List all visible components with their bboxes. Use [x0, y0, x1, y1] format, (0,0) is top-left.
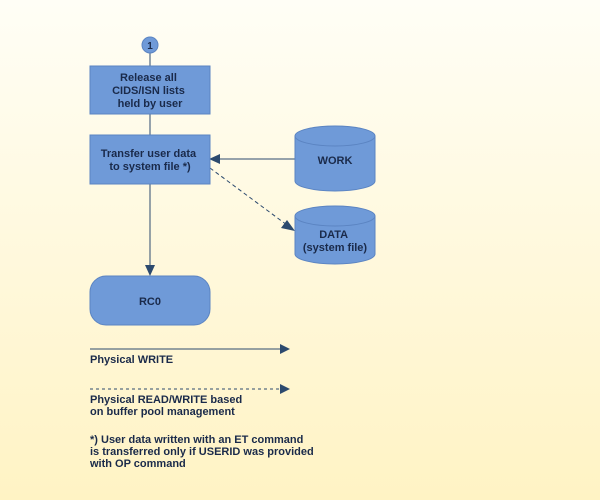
- work-to-transfer-arrowhead: [209, 154, 220, 164]
- data-label-line-1: DATA: [319, 229, 348, 241]
- work-cylinder: [294, 125, 376, 192]
- transfer-to-data-line: [209, 167, 288, 226]
- connector-1-circle: [141, 36, 159, 54]
- transfer-user-data-label: Transfer user data to system file *): [101, 148, 199, 173]
- legend-solid-arrowhead: [280, 344, 290, 354]
- legend-read-write-line-1: Physical READ/WRITE based: [90, 394, 242, 406]
- legend-physical-read-write-label: Physical READ/WRITE based on buffer pool…: [90, 394, 245, 418]
- transfer-to-rc0-arrowhead: [145, 265, 155, 276]
- release-lists-line-1: Release all: [120, 72, 177, 84]
- legend-physical-write-label: Physical WRITE: [90, 354, 173, 366]
- data-cylinder: [294, 205, 376, 265]
- transfer-user-data-box: [89, 134, 211, 185]
- release-lists-box: [89, 65, 211, 115]
- release-lists-label: Release all CIDS/ISN lists held by user: [112, 72, 188, 110]
- legend-read-write-line-2: on buffer pool management: [90, 406, 235, 418]
- data-label: DATA (system file): [303, 229, 368, 254]
- release-lists-line-3: held by user: [118, 98, 184, 110]
- transfer-to-data-arrowhead: [281, 220, 295, 231]
- rc0-terminator: [89, 275, 211, 326]
- release-lists-line-2: CIDS/ISN lists: [112, 85, 185, 97]
- transfer-user-data-line-2: to system file *): [109, 161, 191, 173]
- footnote-line-1: *) User data written with an ET command: [90, 434, 303, 446]
- footnote-line-2: is transferred only if USERID was provid…: [90, 446, 314, 458]
- data-label-line-2: (system file): [303, 242, 368, 254]
- rc0-label: RC0: [139, 296, 161, 308]
- transfer-user-data-line-1: Transfer user data: [101, 148, 197, 160]
- work-label: WORK: [318, 155, 353, 167]
- connector-1-label: 1: [147, 41, 153, 52]
- footnote-line-3: with OP command: [89, 458, 186, 470]
- legend-dashed-arrowhead: [280, 384, 290, 394]
- footnote-text: *) User data written with an ET command …: [89, 434, 317, 470]
